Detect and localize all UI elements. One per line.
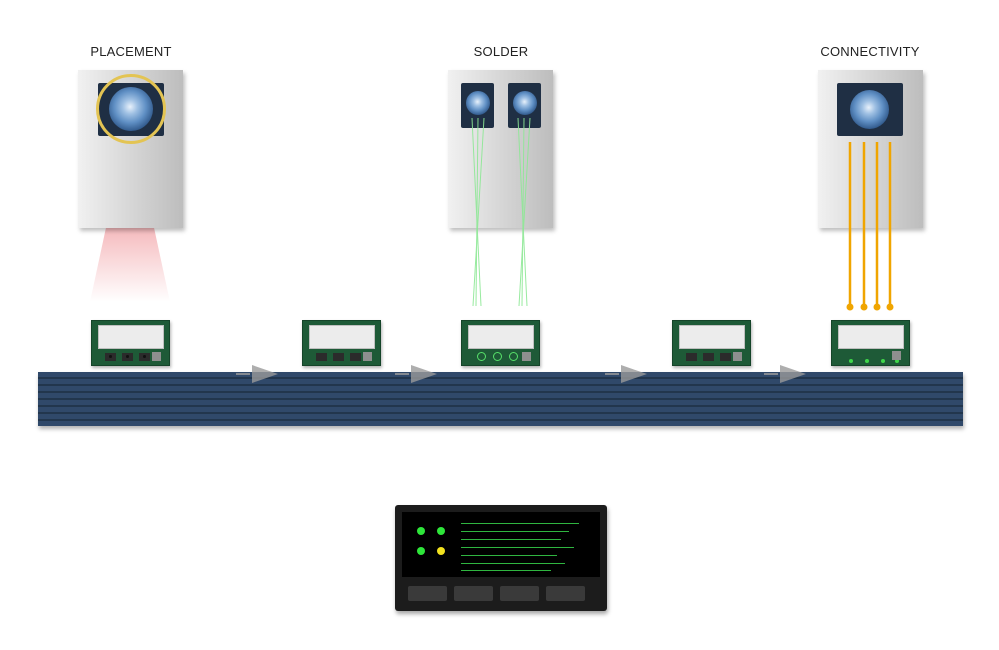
- solder-head-right: [508, 83, 541, 128]
- component-pad: [316, 353, 327, 361]
- component-pad: [686, 353, 697, 361]
- connectivity-camera-lens-icon: [850, 90, 889, 129]
- flow-arrow-tail: [395, 373, 409, 375]
- component-pad: [720, 353, 731, 361]
- probe-tip: [860, 303, 868, 311]
- log-line: [461, 570, 551, 571]
- component-pad: [350, 353, 361, 361]
- solder-beams-left: [471, 117, 485, 307]
- circuit-board-connectivity: [831, 320, 910, 366]
- control-button-1[interactable]: [408, 586, 447, 601]
- flow-arrow-tail: [236, 373, 250, 375]
- placement-station: [78, 70, 183, 228]
- status-light-green-icon: [417, 547, 425, 555]
- solder-beams-right: [517, 117, 531, 307]
- solder-joint-icon: [477, 352, 486, 361]
- log-line: [461, 531, 569, 532]
- status-light-green-icon: [417, 527, 425, 535]
- control-button-4[interactable]: [546, 586, 585, 601]
- board-display: [838, 325, 904, 349]
- solder-beam: [518, 117, 531, 307]
- board-chip: [892, 351, 901, 360]
- station-title-placement: PLACEMENT: [90, 44, 172, 59]
- circuit-board-transit-1: [302, 320, 381, 366]
- solder-joint-icon: [509, 352, 518, 361]
- control-button-2[interactable]: [454, 586, 493, 601]
- solder-beam: [472, 117, 485, 307]
- component-pad: [333, 353, 344, 361]
- status-light-yellow-icon: [437, 547, 445, 555]
- log-line: [461, 563, 565, 564]
- solder-head-right-lens-icon: [513, 91, 537, 115]
- station-title-connectivity: CONNECTIVITY: [820, 44, 920, 59]
- control-button-3[interactable]: [500, 586, 539, 601]
- board-chip: [522, 352, 531, 361]
- probe-tip: [846, 303, 854, 311]
- solder-beam: [475, 117, 479, 307]
- board-chip: [152, 352, 161, 361]
- flow-arrow-tail: [764, 373, 778, 375]
- board-status-led-icon: [865, 359, 869, 363]
- board-chip: [363, 352, 372, 361]
- log-line: [461, 547, 574, 548]
- board-status-led-icon: [881, 359, 885, 363]
- placement-vision-ring: [96, 74, 166, 144]
- board-chip: [733, 352, 742, 361]
- circuit-board-transit-2: [672, 320, 751, 366]
- component-pad: [703, 353, 714, 361]
- solder-station: [448, 70, 553, 228]
- station-title-solder: SOLDER: [473, 44, 529, 59]
- conveyor-belt: [38, 372, 963, 426]
- board-display: [468, 325, 534, 349]
- connectivity-probes: [846, 142, 894, 311]
- board-display: [309, 325, 375, 349]
- log-line: [461, 523, 579, 524]
- board-display: [98, 325, 164, 349]
- board-status-led-icon: [849, 359, 853, 363]
- probe-tip: [886, 303, 894, 311]
- flow-arrow-icon: [621, 365, 647, 383]
- flow-arrow-icon: [780, 365, 806, 383]
- flow-arrow-tail: [605, 373, 619, 375]
- flow-arrow-icon: [411, 365, 437, 383]
- component-pad: [105, 353, 116, 361]
- connectivity-station: [818, 70, 923, 228]
- board-status-led-icon: [895, 359, 899, 363]
- solder-beam: [521, 117, 525, 307]
- flow-arrow-icon: [252, 365, 278, 383]
- status-light-green-icon: [437, 527, 445, 535]
- circuit-board-placement: [91, 320, 170, 366]
- connectivity-camera-housing: [837, 83, 903, 136]
- log-line: [461, 539, 561, 540]
- component-pad: [122, 353, 133, 361]
- board-display: [679, 325, 745, 349]
- circuit-board-solder: [461, 320, 540, 366]
- solder-joint-icon: [493, 352, 502, 361]
- component-pad: [139, 353, 150, 361]
- control-panel-display: [402, 512, 600, 577]
- probe-tip: [873, 303, 881, 311]
- solder-head-left-lens-icon: [466, 91, 490, 115]
- log-line: [461, 555, 557, 556]
- control-panel: [395, 505, 607, 611]
